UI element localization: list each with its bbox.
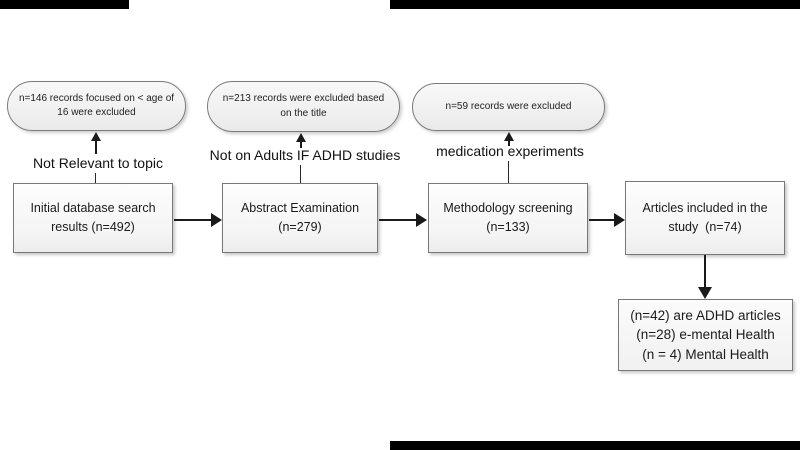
flow-arrow-shaft-1 — [174, 219, 211, 221]
stage-initial-line2: results (n=492) — [51, 220, 135, 234]
arrowhead-right-icon — [614, 213, 625, 227]
stage-initial-line1: Initial database search — [30, 200, 156, 215]
exclusion-reason-medication: medication experiments — [436, 143, 584, 159]
stage-abstract-line1: Abstract Examination — [240, 200, 360, 215]
exclusion-note-medication: n=59 records were excluded — [412, 83, 605, 131]
stage-abstract-line2: (n=279) — [278, 220, 322, 234]
stage-box-initial-search: Initial database search results (n=492) — [13, 183, 173, 253]
result-breakdown-box: (n=42) are ADHD articles (n=28) e-mental… — [618, 299, 793, 371]
flow-arrow-shaft-2 — [379, 219, 416, 221]
stage-included-line1: Articles included in the — [642, 200, 768, 215]
down-arrow-shaft — [704, 255, 706, 287]
letterbox-bar-top-left — [0, 0, 129, 9]
result-line-mental: (n = 4) Mental Health — [642, 346, 769, 362]
exclusion-note-title: n=213 records were excluded based on the… — [207, 81, 400, 132]
connector-line-1 — [95, 173, 96, 183]
exclusion-note-title-line2: on the title — [280, 107, 327, 119]
arrowhead-down-icon — [698, 287, 712, 299]
exclusion-reason-not-relevant: Not Relevant to topic — [33, 155, 163, 171]
up-arrow-shaft-2 — [300, 142, 302, 148]
letterbox-bar-bottom-right — [390, 441, 800, 450]
connector-line-3 — [508, 161, 509, 183]
arrowhead-up-icon — [504, 132, 514, 141]
exclusion-note-title-line1: n=213 records were excluded based — [222, 93, 385, 104]
exclusion-note-age: n=146 records focused on < age of 16 wer… — [7, 81, 186, 131]
exclusion-note-age-line2: 16 were excluded — [57, 107, 136, 118]
connector-line-2 — [300, 165, 301, 183]
arrowhead-right-icon — [416, 213, 427, 227]
exclusion-reason-not-adults: Not on Adults IF ADHD studies — [209, 147, 401, 163]
arrowhead-right-icon — [211, 213, 222, 227]
stage-included-line2: study (n=74) — [668, 220, 742, 234]
stage-methodology-line1: Methodology screening — [443, 200, 573, 215]
stage-methodology-line2: (n=133) — [486, 220, 530, 234]
stage-box-methodology-screening: Methodology screening (n=133) — [428, 183, 588, 253]
exclusion-note-age-line1: n=146 records focused on < age of — [18, 92, 175, 104]
result-line-emental: (n=28) e-mental Health — [636, 327, 775, 343]
up-arrow-shaft-1 — [95, 141, 97, 154]
arrowhead-up-icon — [91, 132, 101, 141]
up-arrow-shaft-3 — [508, 141, 510, 146]
exclusion-note-medication-line1: n=59 records were excluded — [445, 100, 572, 112]
stage-box-articles-included: Articles included in the study (n=74) — [625, 181, 785, 255]
result-line-adhd: (n=42) are ADHD articles — [630, 307, 781, 323]
stage-box-abstract-examination: Abstract Examination (n=279) — [222, 183, 378, 253]
arrowhead-up-icon — [296, 133, 306, 142]
letterbox-bar-top-right — [390, 0, 800, 9]
flow-arrow-shaft-3 — [589, 219, 614, 221]
